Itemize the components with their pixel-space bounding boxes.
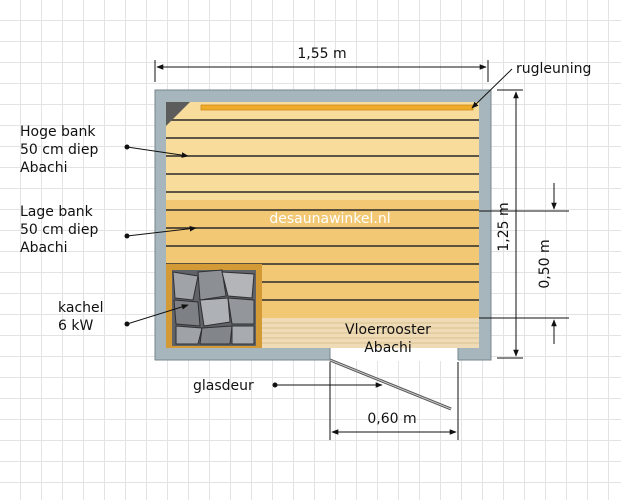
floor-grate-label-1: Vloerrooster xyxy=(345,322,431,338)
floor-grate-label-2: Abachi xyxy=(364,340,412,356)
svg-text:6 kW: 6 kW xyxy=(58,318,93,334)
door-dot xyxy=(272,382,278,388)
width-dimension xyxy=(154,60,489,82)
low-bench-pointer xyxy=(126,225,197,237)
backrest-pointer xyxy=(471,68,513,109)
door-label: glasdeur xyxy=(193,378,254,394)
depth-dimension xyxy=(497,89,523,359)
door-width-label: 0,60 m xyxy=(367,411,416,427)
svg-text:Lage bank: Lage bank xyxy=(20,204,94,220)
high-bench-pointer xyxy=(126,146,189,158)
corner-post xyxy=(166,102,190,126)
bench-depth-dimension xyxy=(479,183,569,344)
bench-depth-label: 0,50 m xyxy=(537,239,553,288)
svg-text:Hoge bank: Hoge bank xyxy=(20,124,96,140)
door-opening xyxy=(330,348,458,361)
svg-text:Abachi: Abachi xyxy=(20,160,68,176)
depth-label: 1,25 m xyxy=(496,202,512,251)
svg-text:Abachi: Abachi xyxy=(20,240,68,256)
backrest xyxy=(200,104,474,111)
width-label: 1,55 m xyxy=(297,46,346,62)
high-bench xyxy=(166,102,479,200)
floor-grate xyxy=(262,318,479,348)
door-width-dimension xyxy=(329,362,459,440)
low-bench-label: Lage bank 50 cm diep Abachi xyxy=(20,204,98,256)
heater-pointer xyxy=(126,304,189,325)
svg-text:50 cm diep: 50 cm diep xyxy=(20,222,98,238)
heater-label: kachel 6 kW xyxy=(58,300,104,334)
high-bench-label: Hoge bank 50 cm diep Abachi xyxy=(20,124,98,176)
backrest-label: rugleuning xyxy=(516,61,591,77)
heater xyxy=(166,264,262,348)
svg-text:50 cm diep: 50 cm diep xyxy=(20,142,98,158)
watermark: desaunawinkel.nl xyxy=(269,211,390,227)
svg-text:kachel: kachel xyxy=(58,300,104,316)
